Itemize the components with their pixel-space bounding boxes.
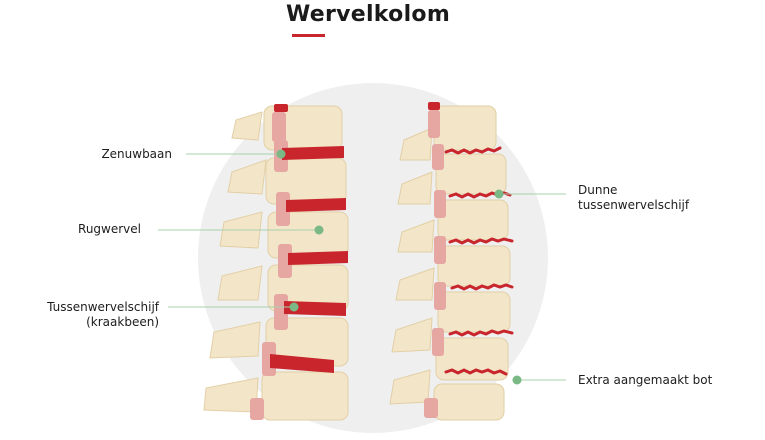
thin-disc — [448, 329, 514, 337]
label-nerve: Zenuwbaan — [101, 147, 172, 161]
marker-vertebra — [314, 225, 324, 235]
thin-disc — [450, 283, 514, 291]
label-disc-line1: Tussenwervelschijf — [47, 300, 159, 314]
healthy-disc — [270, 354, 334, 373]
title-underline — [292, 34, 325, 37]
degenerated-top-nerve-cap — [428, 102, 440, 110]
degenerated-vertebra — [437, 245, 511, 287]
healthy-spine — [203, 104, 349, 421]
healthy-discs — [270, 146, 348, 373]
marker-extra-bone — [512, 375, 522, 385]
degenerated-vertebra — [433, 105, 497, 151]
degenerated-vertebrae — [433, 105, 511, 421]
healthy-disc — [282, 146, 344, 160]
thin-disc — [448, 237, 514, 245]
label-thin-disc: Dunne tussenwervelschijf — [578, 183, 689, 213]
label-disc-line2: (kraakbeen) — [86, 315, 159, 329]
label-disc: Tussenwervelschijf (kraakbeen) — [47, 300, 159, 330]
page-title: Wervelkolom — [285, 2, 451, 27]
healthy-vertebra — [261, 371, 349, 421]
markers — [276, 149, 522, 385]
marker-thin-disc — [494, 189, 504, 199]
degenerated-vertebra — [437, 199, 509, 241]
healthy-top-nerve-cap — [274, 104, 288, 112]
label-extra-bone: Extra aangemaakt bot — [578, 373, 713, 387]
leader-lines — [158, 153, 566, 381]
label-thin-disc-line2: tussenwervelschijf — [578, 198, 690, 212]
thin-disc — [444, 368, 508, 376]
degenerated-nerve — [424, 110, 446, 418]
marker-nerve — [276, 149, 286, 159]
label-vertebra: Rugwervel — [78, 222, 141, 236]
thin-disc — [444, 146, 502, 155]
degenerated-vertebra — [435, 153, 507, 195]
degenerated-vertebra — [435, 337, 509, 381]
label-thin-disc-line1: Dunne — [578, 183, 618, 197]
degenerated-processes — [389, 127, 435, 405]
marker-disc — [289, 302, 299, 312]
healthy-disc — [288, 251, 348, 265]
degenerated-vertebra — [437, 291, 511, 333]
healthy-disc — [284, 301, 346, 316]
degenerated-spine — [389, 102, 514, 421]
degenerated-vertebra — [433, 383, 505, 421]
healthy-disc — [286, 198, 346, 212]
